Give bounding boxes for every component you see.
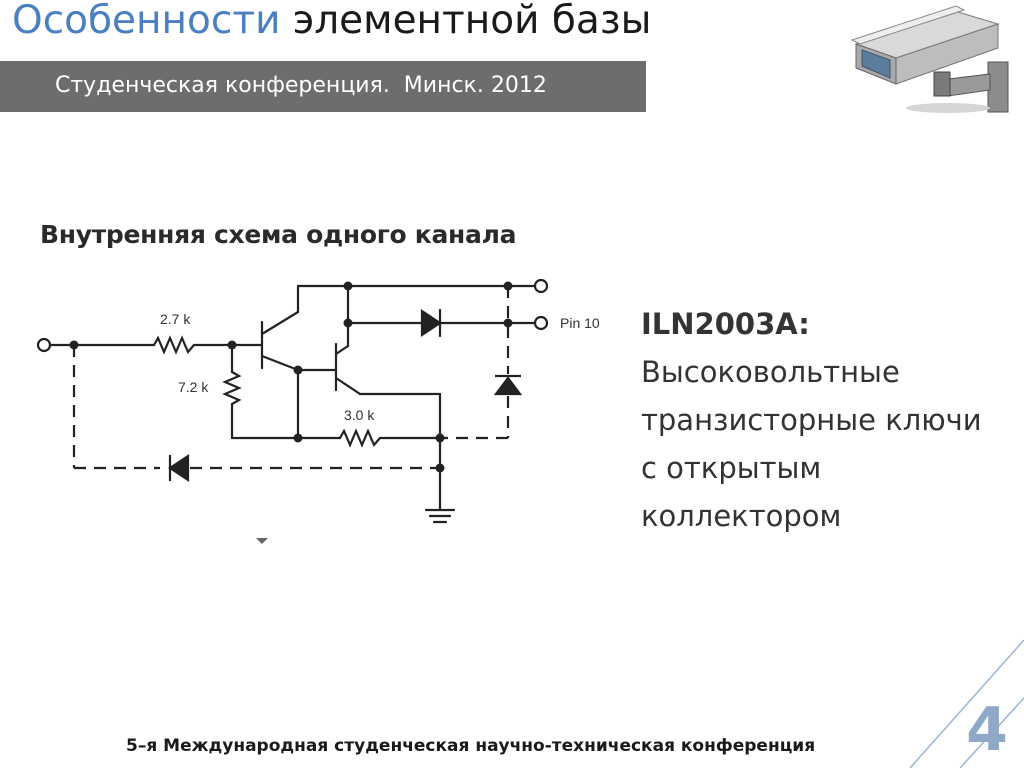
subtitle: Студенческая конференция. Минск. 2012 — [55, 73, 547, 98]
channel-schematic: 2.7 k 7.2 k 3.0 k Pin 10 — [36, 278, 600, 544]
r1-label: 2.7 k — [160, 311, 191, 327]
description-line-2: транзисторные ключи — [641, 403, 982, 437]
page-number: 4 — [966, 695, 1008, 765]
description-line-1: Высоковольтные — [641, 355, 900, 389]
footer: 5–я Международная студенческая научно-те… — [126, 736, 816, 756]
description: ILN2003A: Высоковольтные транзисторные к… — [641, 300, 1021, 540]
part-name: ILN2003A: — [641, 307, 810, 341]
slide-title: Особенности элементной базы — [12, 0, 651, 46]
schematic-heading: Внутренняя схема одного канала — [40, 220, 517, 249]
pin-label: Pin 10 — [560, 315, 600, 331]
security-camera-icon — [850, 5, 1009, 113]
description-line-3: с открытым — [641, 451, 822, 485]
title-rest: элементной базы — [280, 0, 652, 43]
r3-label: 3.0 k — [344, 407, 375, 423]
title-accent: Особенности — [12, 0, 281, 43]
description-line-4: коллектором — [641, 499, 842, 533]
r2-label: 7.2 k — [178, 379, 209, 395]
subtitle-bar: Студенческая конференция. Минск. 2012 — [0, 61, 646, 112]
